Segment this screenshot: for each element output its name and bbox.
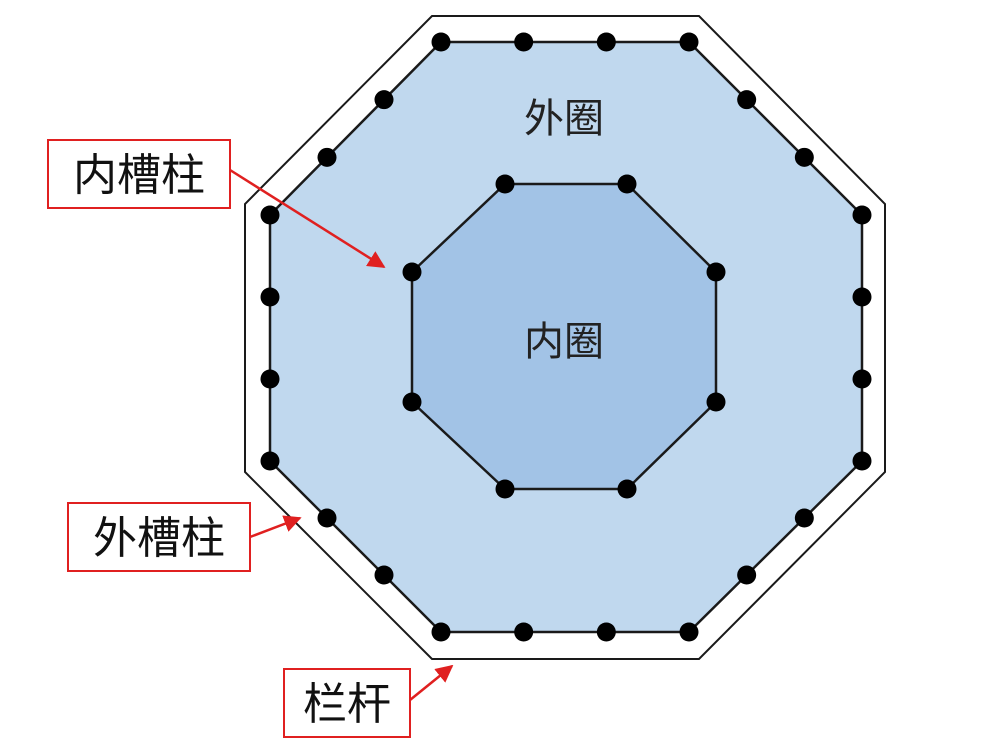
outer-column-dot: [852, 369, 872, 389]
inner-column-dot: [495, 479, 515, 499]
inner-column-dot: [402, 262, 422, 282]
railing-callout-box: [283, 668, 411, 738]
outer-column-dot: [374, 90, 394, 110]
outer-column-dot: [596, 32, 616, 52]
inner-column-dot: [617, 479, 637, 499]
outer-column-dot: [679, 32, 699, 52]
outer-column-dot: [596, 622, 616, 642]
outer-column-callout-arrow: [249, 515, 302, 539]
outer-column-dot: [260, 369, 280, 389]
outer-column-dot: [794, 147, 814, 167]
outer-column-dot: [852, 287, 872, 307]
outer-column-dots: [260, 32, 872, 642]
outer-column-dot: [852, 205, 872, 225]
railing-callout-arrow: [409, 664, 454, 701]
outer-column-dot: [260, 287, 280, 307]
inner-column-dot: [706, 262, 726, 282]
inner-column-dot: [495, 174, 515, 194]
outer-column-dot: [852, 451, 872, 471]
inner-column-callout-label: 内槽柱: [73, 150, 205, 201]
outer-zone-label: 外圈: [524, 96, 604, 142]
railing-callout-label: 栏杆: [303, 679, 391, 730]
inner-column-dots: [402, 174, 726, 499]
outer-column-dot: [431, 32, 451, 52]
inner-column-dot: [402, 392, 422, 412]
inner-column-callout-box: [47, 139, 231, 209]
outer-column-dot: [317, 147, 337, 167]
outer-column-dot: [431, 622, 451, 642]
outer-column-dot: [737, 565, 757, 585]
inner-zone-label: 内圈: [524, 319, 604, 365]
inner-column-dot: [706, 392, 726, 412]
outer-column-dot: [374, 565, 394, 585]
outer-column-dot: [260, 205, 280, 225]
outer-column-dot: [737, 90, 757, 110]
outer-column-dot: [514, 32, 534, 52]
outer-column-dot: [514, 622, 534, 642]
outer-column-dot: [794, 508, 814, 528]
outer-column-dot: [260, 451, 280, 471]
inner-column-callout-arrow: [229, 168, 386, 269]
outer-column-callout-label: 外槽柱: [93, 513, 225, 564]
outer-column-dot: [679, 622, 699, 642]
outer-column-dot: [317, 508, 337, 528]
inner-column-dot: [617, 174, 637, 194]
